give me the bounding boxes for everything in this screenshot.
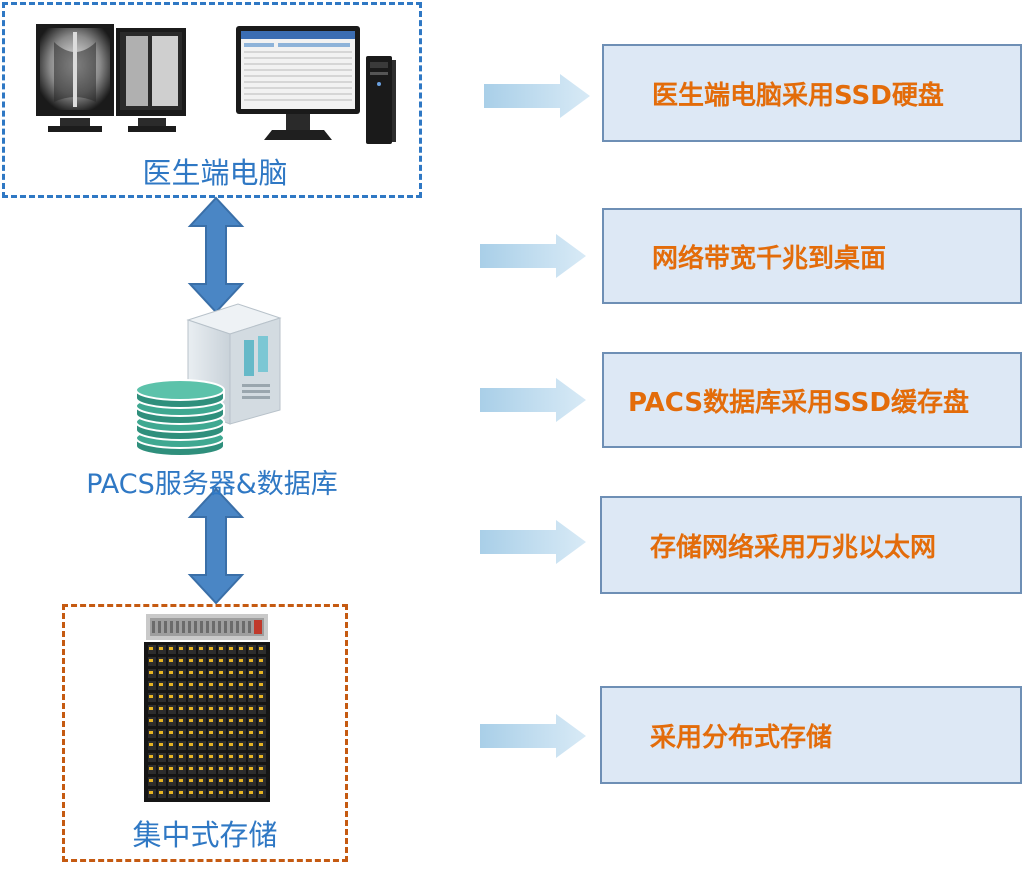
feature-box-5: 采用分布式存储 (600, 686, 1022, 784)
workstation-monitor-icon (236, 26, 360, 140)
right-arrow-2 (480, 234, 586, 278)
central-storage-label: 集中式存储 (132, 818, 278, 852)
central-storage-group (62, 604, 348, 862)
right-arrow-4 (480, 520, 586, 564)
right-arrow-1 (484, 74, 590, 118)
doctor-pc-group (2, 2, 422, 198)
feature-box-1: 医生端电脑采用SSD硬盘 (602, 44, 1022, 142)
doctor-pc-label: 医生端电脑 (142, 156, 288, 190)
right-arrow-3 (480, 378, 586, 422)
database-icon (135, 379, 225, 457)
xray-monitor-icon (36, 24, 186, 132)
feature-box-2: 网络带宽千兆到桌面 (602, 208, 1022, 304)
feature-box-4: 存储网络采用万兆以太网 (600, 496, 1022, 594)
server-icon (186, 303, 282, 425)
connector-arrow-top (187, 196, 245, 314)
storage-rack-icon (144, 614, 270, 802)
pc-tower-icon (366, 56, 396, 144)
connector-arrow-bottom (187, 487, 245, 605)
pacs-server-label: PACS服务器&数据库 (86, 469, 338, 500)
right-arrow-5 (480, 714, 586, 758)
feature-box-3: PACS数据库采用SSD缓存盘 (602, 352, 1022, 448)
